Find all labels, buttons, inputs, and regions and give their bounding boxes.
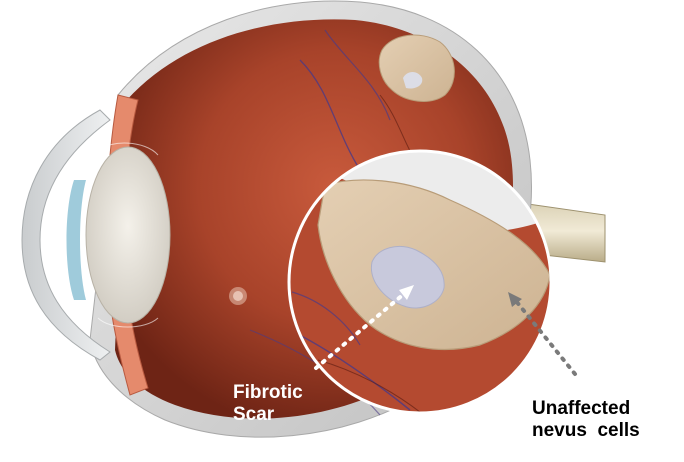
fibrotic-scar-label-line1: Fibrotic <box>233 382 303 404</box>
fibrotic-scar-label: Fibrotic Scar <box>233 382 303 426</box>
unaffected-nevus-label-line2: nevus cells <box>532 420 640 442</box>
macula-spot <box>229 287 247 305</box>
fibrotic-scar-label-line2: Scar <box>233 404 303 426</box>
unaffected-nevus-label: Unaffected nevus cells <box>532 398 640 442</box>
unaffected-nevus-label-line1: Unaffected <box>532 398 640 420</box>
